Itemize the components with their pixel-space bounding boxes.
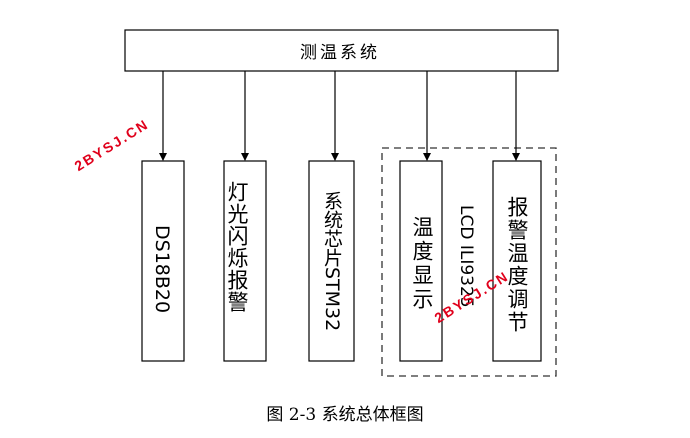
stm32-box	[308, 160, 355, 362]
alarm-light-label: 灯光闪烁报警	[225, 181, 249, 313]
temp-display-label: 温度显示	[410, 216, 434, 312]
alarm-light-label-wrap: 灯光闪烁报警	[224, 161, 266, 361]
stm32-label-wrap: 系统芯片STM32	[309, 161, 354, 361]
alarm-adjust-label: 报警温度调节	[505, 196, 529, 334]
alarm-light-box	[223, 160, 267, 362]
system-title: 测温系统	[300, 43, 380, 63]
ds18b20-label: DS18B20	[151, 225, 173, 314]
temp-display-label-wrap: 温度显示	[400, 161, 442, 361]
display-group-dashed-box	[381, 147, 557, 377]
alarm-adjust-label-wrap: 报警温度调节	[493, 161, 541, 361]
ds18b20-label-wrap: DS18B20	[142, 161, 184, 361]
alarm-adjust-box	[492, 160, 542, 362]
ds18b20-box	[141, 160, 185, 362]
temp-display-box	[399, 160, 443, 362]
system-box	[124, 29, 559, 72]
stm32-label: 系统芯片STM32	[321, 191, 343, 332]
figure-caption: 图 2-3 系统总体框图	[266, 405, 424, 425]
